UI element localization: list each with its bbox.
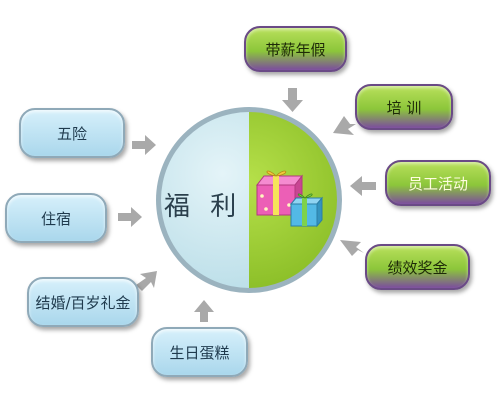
item-accommodation: 住宿 xyxy=(5,193,107,243)
item-training: 培 训 xyxy=(355,84,453,130)
item-five-insurances: 五险 xyxy=(19,108,125,158)
center-circle xyxy=(156,107,342,293)
item-performance-bonus: 绩效奖金 xyxy=(365,244,470,290)
arrow-training xyxy=(333,116,356,135)
item-wedding-gift: 结婚/百岁礼金 xyxy=(27,277,139,327)
arrow-performance-bonus xyxy=(340,240,364,256)
arrow-paid-leave xyxy=(282,88,303,112)
arrow-five-insurances xyxy=(132,135,156,155)
gift-boxes-icon xyxy=(255,170,324,228)
arrow-wedding-gift xyxy=(136,271,157,291)
arrow-birthday-cake xyxy=(194,300,214,322)
item-staff-activities: 员工活动 xyxy=(385,160,491,206)
item-birthday-cake: 生日蛋糕 xyxy=(151,327,248,377)
arrow-staff-activities xyxy=(350,176,376,196)
item-paid-leave: 带薪年假 xyxy=(244,26,347,72)
arrow-accommodation xyxy=(118,207,142,227)
center-label: 福 利 xyxy=(164,192,243,222)
